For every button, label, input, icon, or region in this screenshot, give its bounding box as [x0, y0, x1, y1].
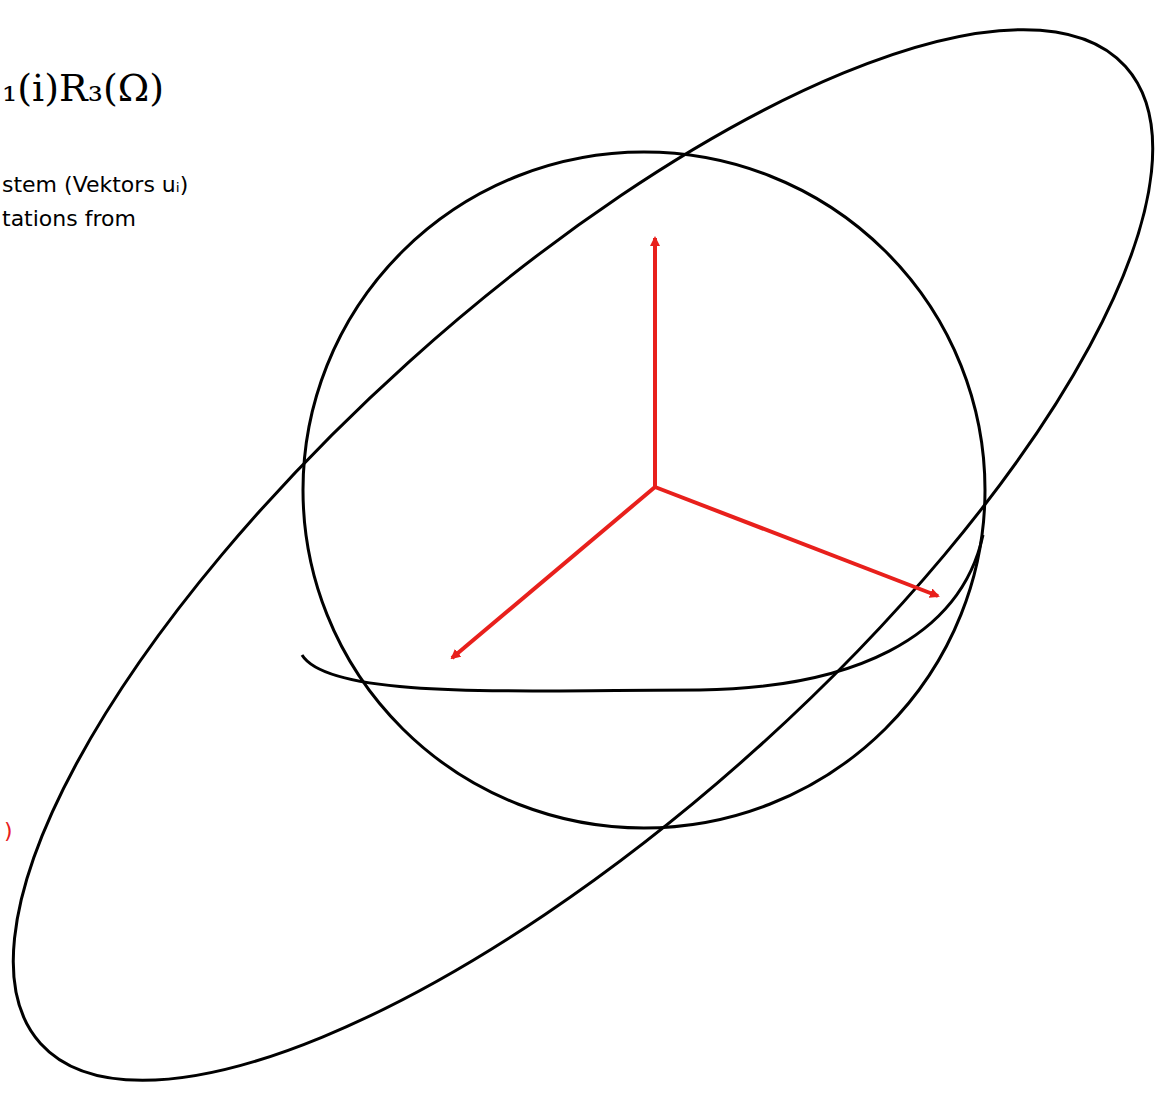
y-axis [655, 487, 938, 596]
z-axis [653, 238, 657, 487]
cropped-note: stem (Vektors uᵢ) [2, 172, 188, 197]
cropped-note: tations from [2, 206, 136, 231]
axis-vectors [452, 238, 938, 658]
x-axis [452, 487, 655, 658]
equator-arc [302, 535, 983, 691]
cropped-note: ) [4, 818, 13, 843]
sphere-outline [303, 152, 985, 828]
rotation-formula: ₁(i)R₃(Ω) [2, 66, 164, 110]
